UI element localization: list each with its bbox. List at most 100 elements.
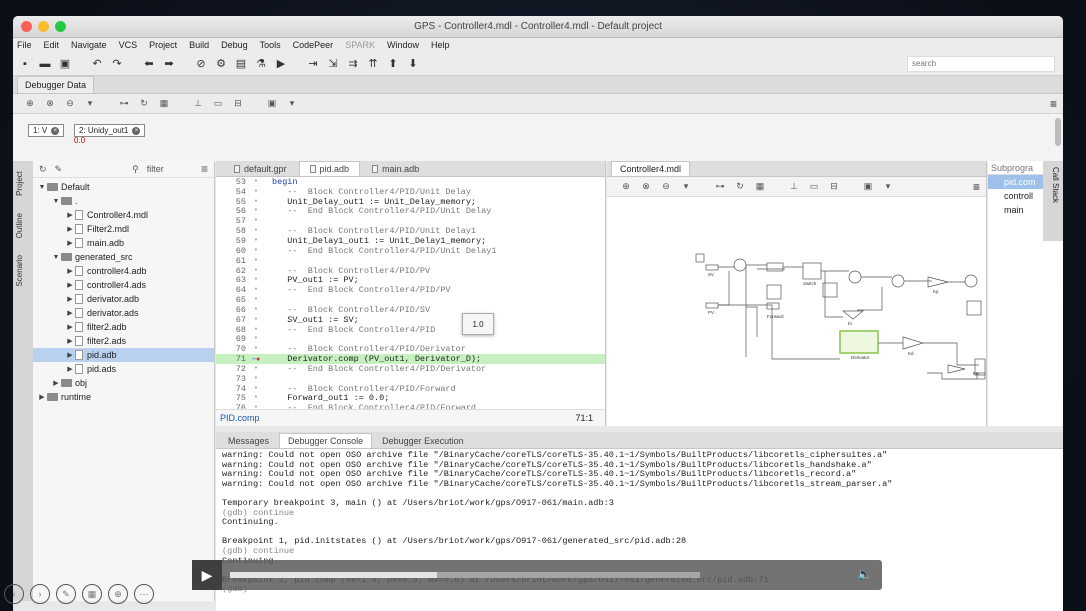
- zoom-fit-icon[interactable]: ⊗: [642, 181, 650, 191]
- sum-block[interactable]: [891, 274, 905, 288]
- code-line[interactable]: 65•: [216, 295, 605, 305]
- code-line[interactable]: 71➙● Derivator.comp (PV_out1, Derivator_…: [216, 354, 605, 364]
- menu-edit[interactable]: Edit: [43, 40, 60, 50]
- tree-item[interactable]: ▶derivator.adb: [33, 292, 214, 306]
- zoom-out-icon[interactable]: ⊖: [662, 181, 670, 191]
- chevron-down-icon[interactable]: ▾: [87, 98, 93, 108]
- simulink-diagram[interactable]: SV PV Forward Derivator Switch Kp Ki Kd …: [607, 197, 987, 425]
- tab-controller4-mdl[interactable]: Controller4.mdl: [611, 161, 691, 176]
- chevron-down-icon[interactable]: ▾: [289, 98, 295, 108]
- minimize-button[interactable]: [38, 21, 49, 32]
- grid-icon[interactable]: ▦: [159, 98, 169, 108]
- sum-block[interactable]: [964, 274, 978, 288]
- refresh-icon[interactable]: ↻: [736, 181, 744, 191]
- chevron-right-icon[interactable]: ▶: [53, 380, 59, 387]
- code-line[interactable]: 66• -- Block Controller4/PID/SV: [216, 305, 605, 315]
- step-icon[interactable]: ⇥: [308, 58, 318, 70]
- data-item-v[interactable]: 1: V ×: [28, 124, 65, 137]
- kd-gain-block[interactable]: [902, 336, 925, 350]
- grid-icon[interactable]: ▦: [82, 584, 102, 604]
- forward-block[interactable]: [766, 302, 780, 310]
- ki-gain-block[interactable]: [842, 310, 864, 320]
- tab-pid-adb[interactable]: pid.adb: [298, 161, 361, 176]
- menu-navigate[interactable]: Navigate: [71, 40, 107, 50]
- tree-item[interactable]: ▶pid.ads: [33, 362, 214, 376]
- code-line[interactable]: 62• -- Block Controller4/PID/PV: [216, 266, 605, 276]
- close-icon[interactable]: ×: [51, 126, 60, 135]
- breakpoint-marker[interactable]: •: [253, 404, 259, 409]
- kp-gain-block[interactable]: [927, 276, 949, 288]
- link-icon[interactable]: ⊶: [715, 181, 725, 191]
- code-line[interactable]: 70• -- Block Controller4/PID/Derivator: [216, 344, 605, 354]
- zoom-in-icon[interactable]: ⊕: [26, 98, 34, 108]
- code-line[interactable]: 57•: [216, 216, 605, 226]
- breakpoint-marker[interactable]: •: [253, 315, 259, 324]
- breakpoint-marker[interactable]: •: [253, 227, 259, 236]
- breakpoint-marker[interactable]: •: [253, 305, 259, 314]
- tree-item[interactable]: ▶obj: [33, 376, 214, 390]
- tab-main-adb[interactable]: main.adb: [362, 162, 429, 176]
- align-icon[interactable]: ⊥: [194, 98, 202, 108]
- menu-tools[interactable]: Tools: [259, 40, 281, 50]
- down-frame-icon[interactable]: ⬇: [408, 58, 418, 70]
- tab-scenario[interactable]: Scenario: [15, 255, 24, 287]
- code-line[interactable]: 63• PV_out1 := PV;: [216, 275, 605, 285]
- breakpoint-marker[interactable]: •: [253, 207, 259, 216]
- constant-block[interactable]: [766, 284, 782, 300]
- chevron-right-icon[interactable]: ▶: [67, 226, 73, 233]
- menu-help[interactable]: Help: [431, 40, 450, 50]
- code-line[interactable]: 59• Unit_Delay1_out1 := Unit_Delay1_memo…: [216, 236, 605, 246]
- mv-outport-block[interactable]: [974, 358, 986, 376]
- chevron-right-icon[interactable]: ▶: [67, 324, 73, 331]
- mv-outport-block[interactable]: [976, 372, 986, 380]
- code-line[interactable]: 56• -- End Block Controller4/PID/Unit De…: [216, 206, 605, 216]
- more-icon[interactable]: ⋯: [134, 584, 154, 604]
- tree-item[interactable]: ▶controller4.ads: [33, 278, 214, 292]
- breakpoint-marker[interactable]: •: [253, 246, 259, 255]
- compile-icon[interactable]: ▤: [235, 58, 247, 70]
- tab-debugger-console[interactable]: Debugger Console: [279, 433, 373, 448]
- tree-item[interactable]: ▶controller4.adb: [33, 264, 214, 278]
- tab-call-stack[interactable]: Call Stack: [1051, 167, 1060, 204]
- zoom-fit-icon[interactable]: ⊗: [46, 98, 54, 108]
- zoom-in-icon[interactable]: ⊕: [108, 584, 128, 604]
- chevron-right-icon[interactable]: ▶: [67, 296, 73, 303]
- derivator-block[interactable]: [839, 330, 879, 354]
- tree-item[interactable]: ▶filter2.adb: [33, 320, 214, 334]
- finish-icon[interactable]: ⇈: [368, 58, 378, 70]
- code-line[interactable]: 64• -- End Block Controller4/PID/PV: [216, 285, 605, 295]
- play-icon[interactable]: ▶: [192, 560, 222, 590]
- code-line[interactable]: 68• -- End Block Controller4/PID: [216, 325, 605, 335]
- unit-delay-block[interactable]: [822, 282, 838, 298]
- tree-item[interactable]: ▶pid.adb: [33, 348, 214, 362]
- chevron-right-icon[interactable]: ▶: [67, 366, 73, 373]
- code-line[interactable]: 55• Unit_Delay_out1 := Unit_Delay_memory…: [216, 197, 605, 207]
- tab-default-gpr[interactable]: default.gpr: [224, 162, 297, 176]
- collapse-icon[interactable]: ⊟: [830, 181, 838, 191]
- back-icon[interactable]: ⬅: [144, 58, 154, 70]
- breakpoint-marker[interactable]: •: [253, 345, 259, 354]
- undo-icon[interactable]: ↶: [92, 58, 102, 70]
- collapse-icon[interactable]: ⊟: [234, 98, 242, 108]
- vertical-scrollbar[interactable]: [1055, 118, 1061, 146]
- sum-block[interactable]: [733, 258, 747, 272]
- chevron-right-icon[interactable]: ▶: [67, 282, 73, 289]
- code-line[interactable]: 60• -- End Block Controller4/PID/Unit De…: [216, 246, 605, 256]
- export-icon[interactable]: ▣: [863, 181, 873, 191]
- data-item-unit-delay[interactable]: 2: Unidy_out1 ×: [74, 124, 146, 137]
- code-line[interactable]: 74• -- Block Controller4/PID/Forward: [216, 384, 605, 394]
- zoom-out-icon[interactable]: ⊖: [66, 98, 74, 108]
- close-icon[interactable]: ×: [132, 126, 141, 135]
- chevron-right-icon[interactable]: ▶: [67, 338, 73, 345]
- tree-item[interactable]: ▶main.adb: [33, 236, 214, 250]
- gain-block[interactable]: [947, 364, 966, 374]
- tree-item[interactable]: ▶runtime: [33, 390, 214, 404]
- menu-spark[interactable]: SPARK: [345, 40, 376, 50]
- forward-icon[interactable]: ›: [30, 584, 50, 604]
- align-icon[interactable]: ⊥: [790, 181, 798, 191]
- chevron-down-icon[interactable]: ▼: [38, 183, 46, 191]
- breakpoint-marker[interactable]: •: [253, 286, 259, 295]
- video-progress-track[interactable]: [230, 572, 700, 578]
- chevron-down-icon[interactable]: ▾: [885, 181, 891, 191]
